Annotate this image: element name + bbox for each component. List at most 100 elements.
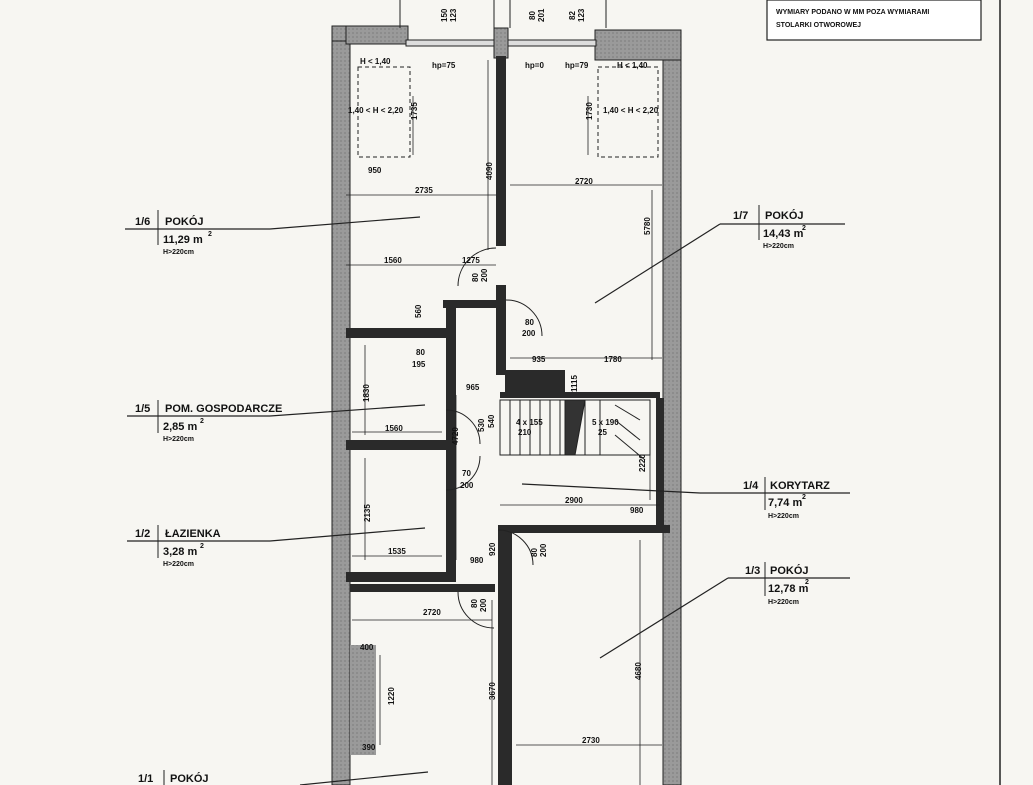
svg-text:1275: 1275 [462, 256, 480, 265]
svg-text:hp=0: hp=0 [525, 61, 544, 70]
svg-text:2720: 2720 [423, 608, 441, 617]
note-box [766, 0, 982, 41]
svg-text:80: 80 [525, 318, 534, 327]
svg-text:2730: 2730 [582, 736, 600, 745]
room-label-1-1: 1/1 POKÓJ [138, 770, 209, 785]
svg-text:965: 965 [466, 383, 480, 392]
svg-text:1830: 1830 [362, 384, 371, 402]
svg-text:1/6: 1/6 [135, 216, 150, 228]
svg-text:980: 980 [470, 556, 484, 565]
svg-text:7,74 m: 7,74 m [768, 497, 802, 509]
svg-text:1/1: 1/1 [138, 773, 153, 785]
note-line-1: WYMIARY PODANO W MM POZA WYMIARAMI [776, 9, 929, 16]
svg-text:4720: 4720 [451, 427, 460, 445]
svg-text:POKÓJ: POKÓJ [165, 215, 204, 228]
svg-text:80: 80 [528, 11, 537, 20]
svg-text:400: 400 [360, 643, 374, 652]
svg-text:1220: 1220 [387, 687, 396, 705]
svg-text:H>220cm: H>220cm [163, 249, 194, 256]
svg-text:H>220cm: H>220cm [768, 513, 799, 520]
svg-text:2220: 2220 [638, 454, 647, 472]
svg-text:H < 1,40: H < 1,40 [617, 61, 648, 70]
room-label-1-4: 1/4 KORYTARZ 7,74 m 2 H>220cm [743, 477, 830, 520]
svg-text:1535: 1535 [388, 547, 406, 556]
door-swings [445, 247, 543, 629]
svg-text:80: 80 [530, 548, 539, 557]
svg-text:530: 530 [477, 418, 486, 432]
svg-text:390: 390 [362, 743, 376, 752]
svg-text:200: 200 [460, 481, 474, 490]
room-label-1-7: 1/7 POKÓJ 14,43 m 2 H>220cm [733, 205, 806, 250]
svg-text:12,78 m: 12,78 m [768, 583, 809, 595]
svg-text:2,85 m: 2,85 m [163, 421, 197, 433]
svg-text:201: 201 [537, 8, 546, 22]
svg-text:H>220cm: H>220cm [163, 436, 194, 443]
svg-text:11,29 m: 11,29 m [163, 234, 203, 246]
svg-text:560: 560 [414, 304, 423, 318]
svg-text:5780: 5780 [643, 217, 652, 235]
room-label-1-5: 1/5 POM. GOSPODARCZE 2,85 m 2 H>220cm [135, 400, 282, 443]
svg-text:1730: 1730 [585, 102, 594, 120]
svg-text:1780: 1780 [604, 355, 622, 364]
svg-text:H>220cm: H>220cm [768, 599, 799, 606]
note-line-2: STOLARKI OTWOROWEJ [776, 22, 861, 29]
svg-text:1/5: 1/5 [135, 403, 150, 415]
svg-text:2735: 2735 [415, 186, 433, 195]
svg-text:210: 210 [518, 428, 532, 437]
svg-text:200: 200 [539, 543, 548, 557]
svg-text:1/3: 1/3 [745, 565, 760, 577]
dimension-labels: 150 123 80 201 82 123 1735 1730 950 4090… [360, 8, 652, 752]
svg-text:920: 920 [488, 542, 497, 556]
svg-text:25: 25 [598, 428, 607, 437]
room-label-1-2: 1/2 ŁAZIENKA 3,28 m 2 H>220cm [135, 525, 221, 568]
svg-text:POKÓJ: POKÓJ [765, 209, 804, 222]
svg-text:82: 82 [568, 11, 577, 20]
svg-text:2: 2 [802, 225, 806, 232]
svg-text:2900: 2900 [565, 496, 583, 505]
svg-text:hp=79: hp=79 [565, 61, 589, 70]
svg-text:80: 80 [416, 348, 425, 357]
svg-text:200: 200 [479, 598, 488, 612]
leader-lines [125, 216, 850, 785]
svg-text:3670: 3670 [488, 682, 497, 700]
svg-text:935: 935 [532, 355, 546, 364]
svg-text:2: 2 [200, 543, 204, 550]
staircase [499, 399, 651, 461]
svg-text:hp=75: hp=75 [432, 61, 456, 70]
svg-text:1/7: 1/7 [733, 210, 748, 222]
dimension-lines [346, 60, 662, 785]
slope-zones [357, 66, 659, 158]
svg-text:4090: 4090 [485, 162, 494, 180]
svg-text:1,40 < H < 2,20: 1,40 < H < 2,20 [603, 106, 659, 115]
svg-text:123: 123 [577, 8, 586, 22]
svg-text:123: 123 [449, 8, 458, 22]
svg-text:2: 2 [805, 579, 809, 586]
svg-text:150: 150 [440, 8, 449, 22]
svg-text:1560: 1560 [384, 256, 402, 265]
svg-text:POKÓJ: POKÓJ [770, 564, 809, 577]
svg-text:H < 1,40: H < 1,40 [360, 57, 391, 66]
svg-text:950: 950 [368, 166, 382, 175]
svg-text:2: 2 [802, 494, 806, 501]
top-windows [399, 0, 607, 47]
svg-text:POM. GOSPODARCZE: POM. GOSPODARCZE [165, 403, 282, 415]
svg-text:2: 2 [200, 418, 204, 425]
svg-text:3,28 m: 3,28 m [163, 546, 197, 558]
svg-text:14,43 m: 14,43 m [763, 228, 804, 240]
svg-text:1115: 1115 [570, 375, 579, 392]
svg-text:4 x 155: 4 x 155 [516, 418, 543, 427]
room-label-1-3: 1/3 POKÓJ 12,78 m 2 H>220cm [745, 562, 809, 606]
svg-text:195: 195 [412, 360, 426, 369]
svg-text:4680: 4680 [634, 662, 643, 680]
svg-text:1560: 1560 [385, 424, 403, 433]
svg-text:70: 70 [462, 469, 471, 478]
svg-text:1,40 < H < 2,20: 1,40 < H < 2,20 [348, 106, 404, 115]
svg-text:1735: 1735 [410, 102, 419, 120]
svg-text:H>220cm: H>220cm [763, 243, 794, 250]
svg-text:5 x 190: 5 x 190 [592, 418, 619, 427]
svg-text:H>220cm: H>220cm [163, 561, 194, 568]
svg-text:KORYTARZ: KORYTARZ [770, 480, 830, 492]
svg-text:ŁAZIENKA: ŁAZIENKA [165, 528, 221, 540]
height-zone-labels: H < 1,40 H < 1,40 1,40 < H < 2,20 1,40 <… [348, 57, 659, 115]
svg-text:200: 200 [480, 268, 489, 282]
